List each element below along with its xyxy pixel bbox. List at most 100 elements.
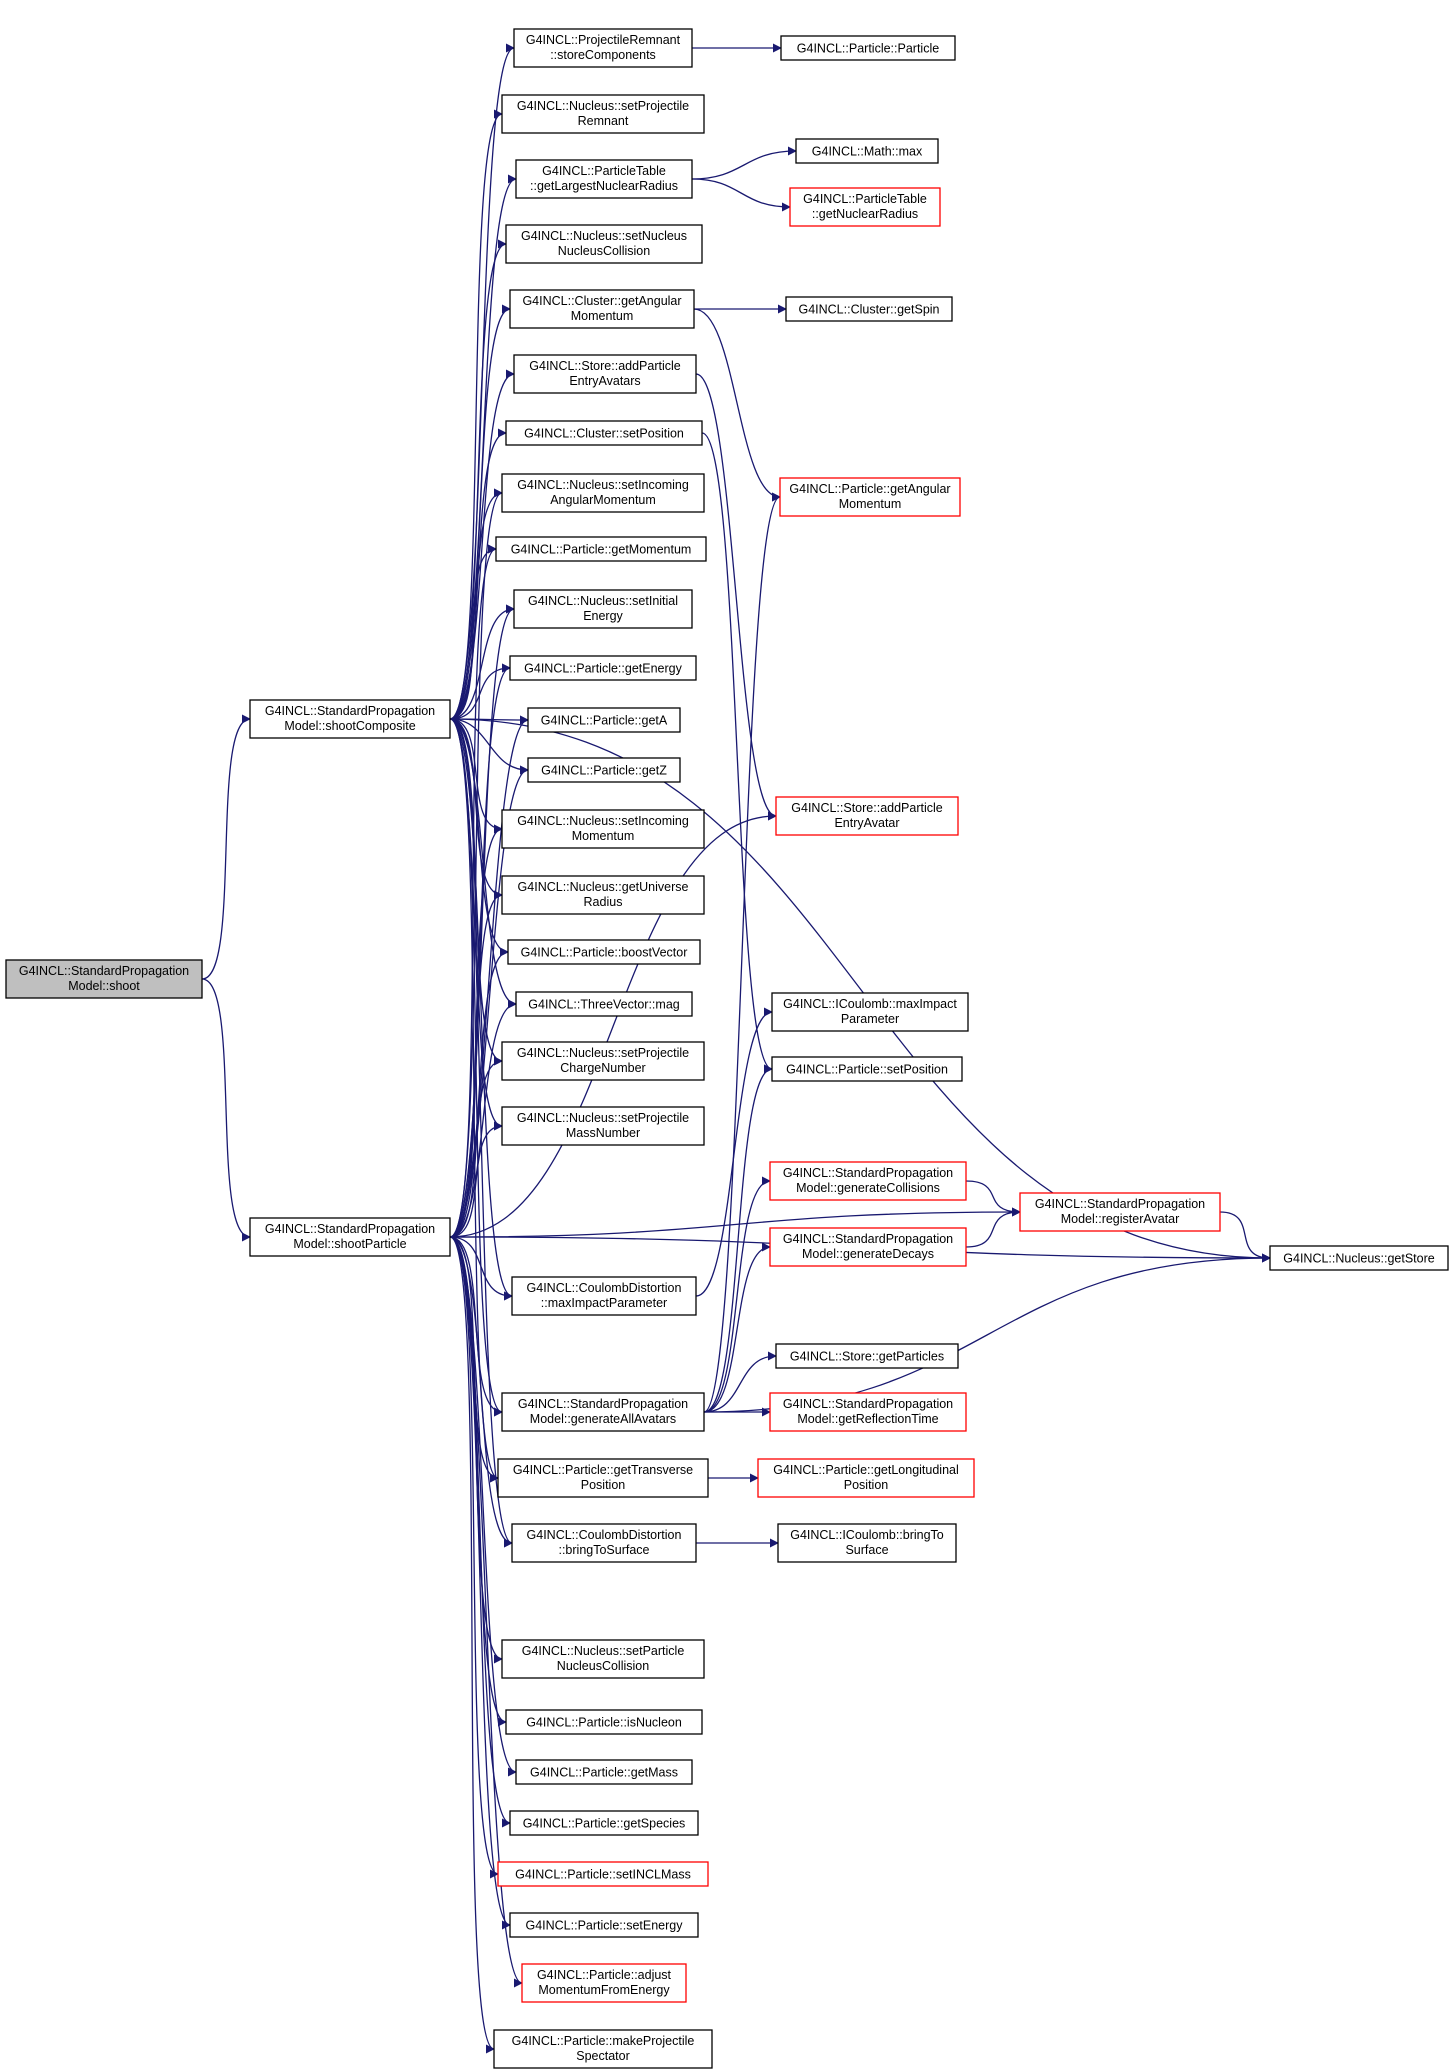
node-label: G4INCL::Particle::getA: [541, 714, 668, 728]
node-bring-to-surface[interactable]: G4INCL::CoulombDistortion::bringToSurfac…: [511, 1523, 697, 1563]
node-label: Model::generateAllAvatars: [530, 1412, 676, 1426]
node-box: [779, 477, 961, 517]
node-label: ChargeNumber: [560, 1061, 645, 1075]
node-generate-collisions[interactable]: G4INCL::StandardPropagationModel::genera…: [769, 1161, 967, 1201]
call-edge: [703, 1351, 777, 1413]
node-cluster-set-position[interactable]: G4INCL::Cluster::setPosition: [505, 420, 703, 446]
node-get-store[interactable]: G4INCL::Nucleus::getStore: [1269, 1245, 1449, 1271]
node-box: [771, 1056, 963, 1082]
node-get-species[interactable]: G4INCL::Particle::getSpecies: [509, 1810, 699, 1836]
call-edge: [695, 373, 777, 821]
node-label: G4INCL::StandardPropagation: [783, 1232, 953, 1246]
call-edge: [449, 1236, 517, 1777]
node-label: ::getLargestNuclearRadius: [530, 179, 678, 193]
node-box: [795, 138, 939, 164]
node-box: [505, 224, 703, 264]
call-edge: [449, 1056, 503, 1238]
call-edge: [449, 718, 503, 1131]
node-set-energy[interactable]: G4INCL::Particle::setEnergy: [509, 1912, 699, 1938]
node-get-nuclear-radius[interactable]: G4INCL::ParticleTable::getNuclearRadius: [789, 187, 941, 227]
node-cluster-get-spin[interactable]: G4INCL::Cluster::getSpin: [785, 296, 953, 322]
node-math-max[interactable]: G4INCL::Math::max: [795, 138, 939, 164]
node-register-avatar[interactable]: G4INCL::StandardPropagationModel::regist…: [1019, 1192, 1221, 1232]
call-edge: [449, 663, 511, 1238]
node-label: Model::getReflectionTime: [797, 1412, 938, 1426]
node-particle-ctor[interactable]: G4INCL::Particle::Particle: [780, 35, 956, 61]
node-box: [495, 536, 707, 562]
node-box: [509, 289, 695, 329]
node-generate-all-avatars[interactable]: G4INCL::StandardPropagationModel::genera…: [501, 1392, 705, 1432]
node-box: [515, 1759, 693, 1785]
node-label: G4INCL::StandardPropagation: [783, 1166, 953, 1180]
call-edge: [449, 544, 497, 1238]
node-box: [515, 991, 693, 1017]
node-i-coulomb-bring-to-surface[interactable]: G4INCL::ICoulomb::bringToSurface: [777, 1523, 957, 1563]
node-box: [509, 655, 697, 681]
node-get-a[interactable]: G4INCL::Particle::getA: [527, 707, 681, 733]
node-label: Energy: [583, 609, 623, 623]
node-label: G4INCL::Particle::makeProjectile: [512, 2034, 695, 2048]
node-label: Parameter: [841, 1012, 899, 1026]
node-get-reflection-time[interactable]: G4INCL::StandardPropagationModel::getRef…: [769, 1392, 967, 1432]
node-box: [521, 1963, 687, 2003]
node-label: G4INCL::Particle::getTransverse: [513, 1463, 693, 1477]
node-adjust-momentum-from-energy[interactable]: G4INCL::Particle::adjustMomentumFromEner…: [521, 1963, 687, 2003]
node-set-projectile-charge-number[interactable]: G4INCL::Nucleus::setProjectileChargeNumb…: [501, 1041, 705, 1081]
node-get-z[interactable]: G4INCL::Particle::getZ: [527, 757, 681, 783]
node-get-momentum[interactable]: G4INCL::Particle::getMomentum: [495, 536, 707, 562]
node-get-largest-nuclear-radius[interactable]: G4INCL::ParticleTable::getLargestNuclear…: [515, 159, 693, 199]
node-set-inclmass[interactable]: G4INCL::Particle::setINCLMass: [497, 1861, 709, 1887]
node-set-particle-nucleus-collision[interactable]: G4INCL::Nucleus::setParticleNucleusColli…: [501, 1639, 705, 1679]
node-box: [501, 809, 705, 849]
node-set-incoming-angular-momentum[interactable]: G4INCL::Nucleus::setIncomingAngularMomen…: [501, 473, 705, 513]
node-label: G4INCL::Nucleus::setParticle: [522, 1644, 685, 1658]
node-label: G4INCL::CoulombDistortion: [527, 1528, 682, 1542]
node-coulomb-max-impact-parameter[interactable]: G4INCL::CoulombDistortion::maxImpactPara…: [511, 1276, 697, 1316]
node-set-nucleus-nucleus-collision[interactable]: G4INCL::Nucleus::setNucleusNucleusCollis…: [505, 224, 703, 264]
node-get-mass[interactable]: G4INCL::Particle::getMass: [515, 1759, 693, 1785]
node-store-components[interactable]: G4INCL::ProjectileRemnant::storeComponen…: [513, 28, 693, 68]
node-is-nucleon[interactable]: G4INCL::Particle::isNucleon: [505, 1709, 703, 1735]
call-edge: [703, 1064, 773, 1413]
node-boost-vector[interactable]: G4INCL::Particle::boostVector: [507, 939, 701, 965]
node-label: Model::shootComposite: [284, 719, 415, 733]
node-get-longitudinal-position[interactable]: G4INCL::Particle::getLongitudinalPositio…: [757, 1458, 975, 1498]
node-shoot-composite[interactable]: G4INCL::StandardPropagationModel::shootC…: [249, 699, 451, 739]
call-edge: [449, 1236, 511, 1828]
node-i-coulomb-max-impact-parameter[interactable]: G4INCL::ICoulomb::maxImpactParameter: [771, 992, 969, 1032]
node-particle-set-position[interactable]: G4INCL::Particle::setPosition: [771, 1056, 963, 1082]
node-store-get-particles[interactable]: G4INCL::Store::getParticles: [775, 1343, 959, 1369]
call-edge: [449, 488, 503, 720]
node-label: G4INCL::Particle::getZ: [541, 764, 667, 778]
node-label: G4INCL::Nucleus::setNucleus: [521, 229, 687, 243]
node-label: ::getNuclearRadius: [812, 207, 918, 221]
node-label: G4INCL::Nucleus::setIncoming: [517, 814, 689, 828]
node-label: G4INCL::Nucleus::setProjectile: [517, 1111, 689, 1125]
node-label: G4INCL::Particle::Particle: [797, 42, 939, 56]
node-box: [769, 1392, 967, 1432]
node-three-vector-mag[interactable]: G4INCL::ThreeVector::mag: [515, 991, 693, 1017]
node-box: [771, 992, 969, 1032]
node-label: Radius: [584, 895, 623, 909]
call-edge: [449, 1236, 495, 2054]
node-box: [769, 1227, 967, 1267]
node-box: [789, 187, 941, 227]
node-box: [249, 1217, 451, 1257]
node-shoot-particle[interactable]: G4INCL::StandardPropagationModel::shootP…: [249, 1217, 451, 1257]
node-generate-decays[interactable]: G4INCL::StandardPropagationModel::genera…: [769, 1227, 967, 1267]
node-get-energy[interactable]: G4INCL::Particle::getEnergy: [509, 655, 697, 681]
node-make-projectile-spectator[interactable]: G4INCL::Particle::makeProjectileSpectato…: [493, 2029, 713, 2069]
node-label: G4INCL::Math::max: [812, 145, 923, 159]
